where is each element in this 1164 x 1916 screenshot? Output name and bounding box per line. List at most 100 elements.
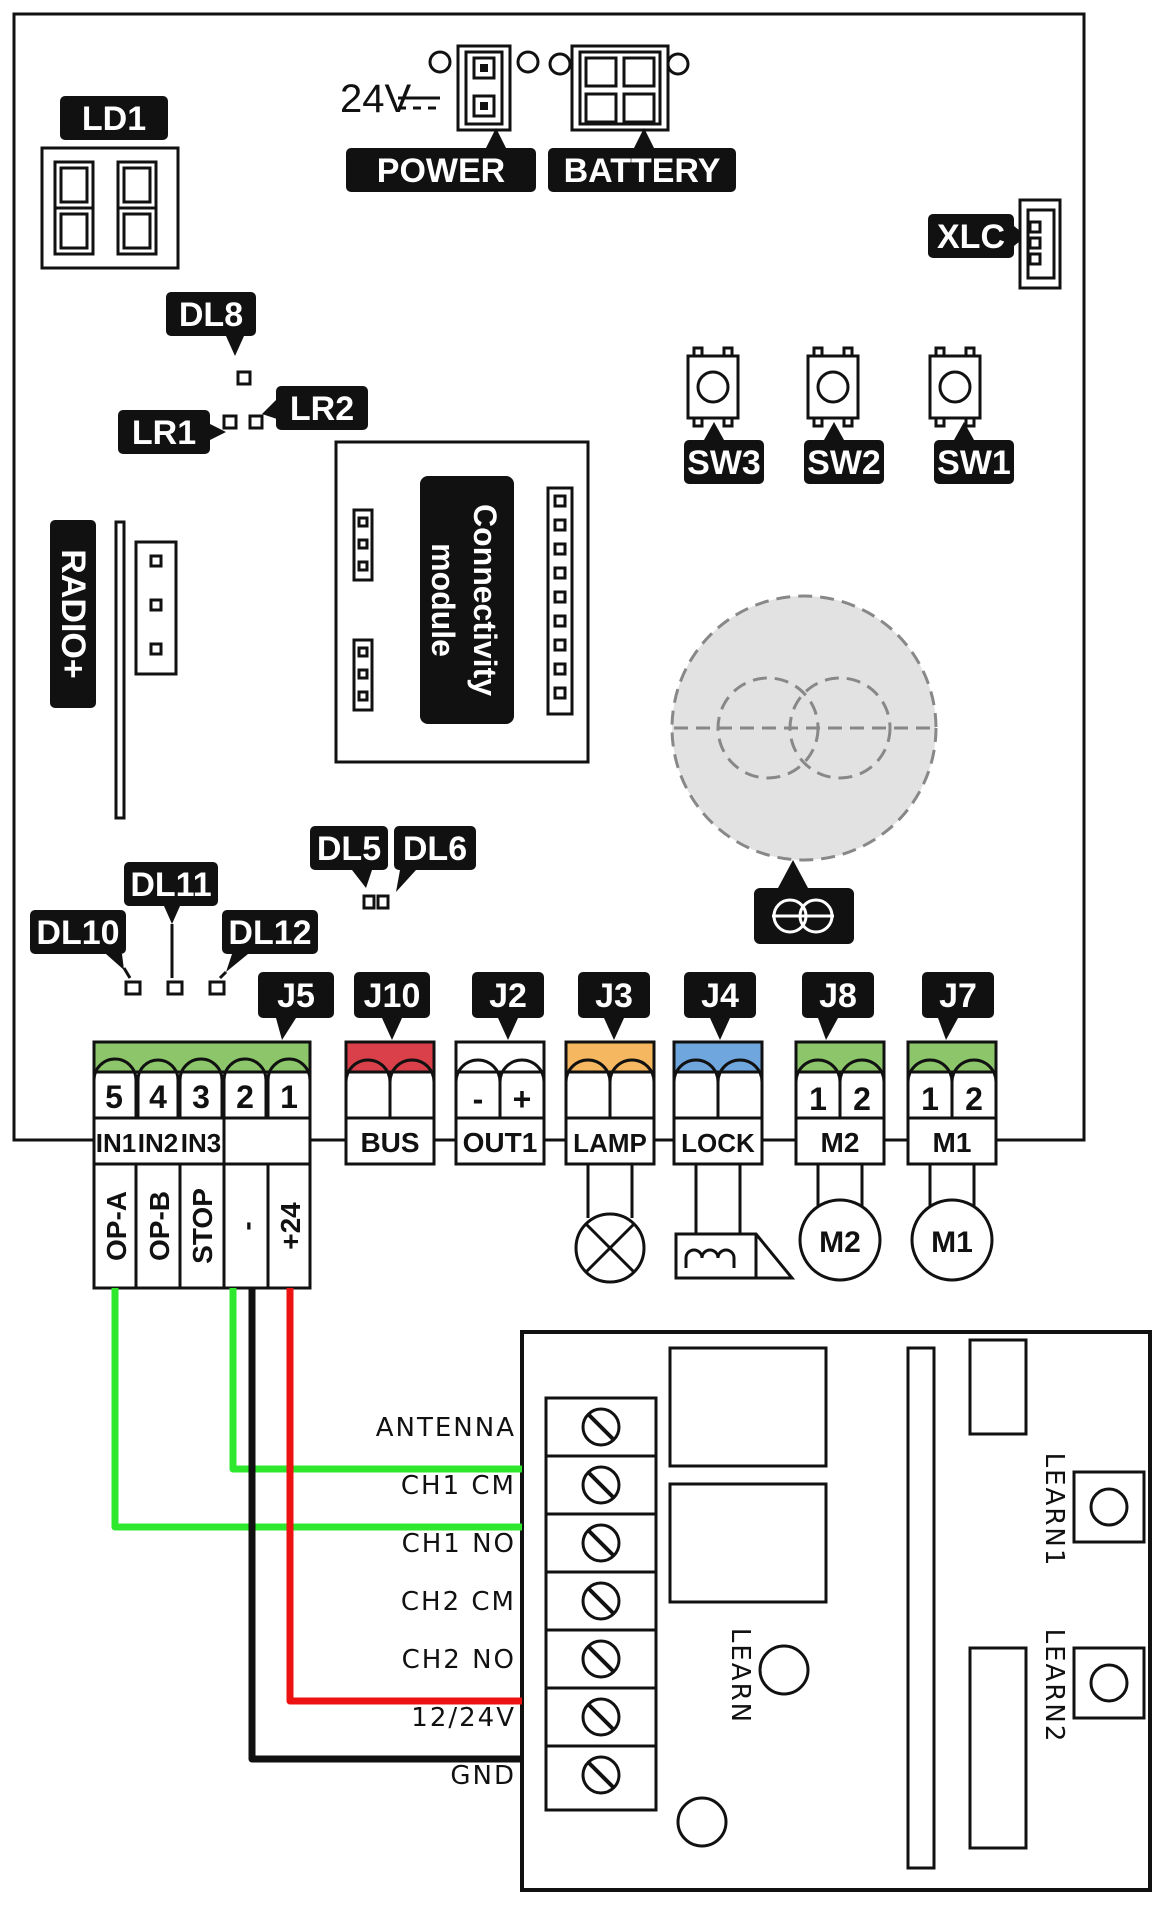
sw2-label: SW2	[807, 444, 881, 482]
wire-minus-gnd	[248, 1288, 522, 1763]
j2-pin-minus: -	[473, 1081, 484, 1117]
terminal-ch1-no: CH1 NO	[402, 1529, 516, 1559]
j10-name: BUS	[360, 1127, 419, 1158]
j8-color-strip	[794, 1040, 886, 1074]
ld1-display: LD1	[40, 96, 180, 270]
relay-2	[668, 1482, 828, 1604]
motor-m1-icon	[910, 1198, 994, 1282]
j5-func-stop: STOP	[187, 1188, 218, 1264]
j3-terminal-block: LAMP	[564, 1040, 656, 1284]
battery-label: BATTERY	[564, 152, 721, 190]
j7-terminal-block: 1 2 M1 M1	[906, 1040, 998, 1282]
j4-name: LOCK	[681, 1128, 755, 1158]
input-leds: DL10 DL11 DL12	[30, 862, 318, 996]
battery-connector: BATTERY	[548, 44, 736, 192]
terminal-ch2-no: CH2 NO	[402, 1645, 516, 1675]
wiring	[111, 1288, 522, 1763]
j4-tag: J4	[701, 977, 739, 1015]
terminal-ch1-cm: CH1 CM	[401, 1471, 516, 1501]
radio-label: RADIO+	[54, 549, 92, 678]
wire-op-a-ch1-no	[111, 1288, 522, 1531]
j10-color-strip	[344, 1040, 436, 1074]
sw2-button[interactable]: SW2	[804, 346, 884, 484]
j5-pin-1: 1	[280, 1079, 298, 1115]
wire-plus24-12-24v	[286, 1288, 522, 1705]
j10-terminal-block: BUS	[344, 1040, 436, 1166]
wire-minus-ch1-cm	[229, 1288, 522, 1473]
connectivity-module: Connectivity module	[334, 440, 590, 764]
j5-pin-5: 5	[105, 1079, 123, 1115]
learn2-label: LEARN2	[1039, 1629, 1069, 1744]
j3-color-strip	[564, 1040, 656, 1074]
j7-tag: J7	[939, 977, 977, 1015]
relay-1	[668, 1346, 828, 1468]
lr2-label: LR2	[290, 390, 354, 428]
j8-pin-1: 1	[809, 1081, 827, 1117]
j2-tag: J2	[489, 977, 527, 1015]
j5-func-minus: -	[231, 1221, 262, 1230]
motor-m2-icon	[798, 1198, 882, 1282]
j5-pin-2: 2	[236, 1079, 254, 1115]
j3-name: LAMP	[573, 1128, 647, 1158]
sw3-button[interactable]: SW3	[684, 346, 764, 484]
lr-leds: LR1 LR2	[118, 386, 368, 454]
j8-terminal-block: 1 2 M2 M2	[794, 1040, 886, 1282]
mount-hole	[676, 1796, 728, 1848]
j2-color-strip	[454, 1040, 546, 1074]
motor-m2-label: M2	[819, 1226, 861, 1259]
connectivity-label-line2: module	[425, 543, 461, 657]
receiver-slot	[906, 1346, 936, 1870]
dl8-label: DL8	[179, 296, 243, 334]
sw3-label: SW3	[687, 444, 761, 482]
learn1-label: LEARN1	[1039, 1453, 1069, 1568]
terminal-ch2-cm: CH2 CM	[401, 1587, 516, 1617]
power-connector: POWER	[346, 44, 540, 192]
dl6-label: DL6	[403, 830, 467, 868]
j5-terminal-block: 5 4 3 2 1 IN1 IN2 IN3 OP-A OP-B STOP - +…	[92, 1040, 312, 1290]
j5-pin-4: 4	[149, 1079, 167, 1115]
power-label: POWER	[377, 152, 505, 190]
supply-voltage: 24V	[340, 77, 440, 121]
dl11-label: DL11	[130, 866, 211, 904]
terminal-12-24v: 12/24V	[411, 1703, 516, 1733]
screw-terminals	[546, 1407, 656, 1795]
j7-pin-1: 1	[921, 1081, 939, 1117]
sw1-button[interactable]: SW1	[928, 346, 1014, 484]
xlc-connector: XLC	[928, 198, 1062, 290]
j7-name: M1	[933, 1127, 972, 1158]
connector-tags: J5 J10 J2 J3 J4 J8 J7	[258, 972, 994, 1040]
motor-m1-label: M1	[931, 1226, 973, 1259]
j5-input-in2: IN2	[138, 1128, 178, 1158]
j5-input-in1: IN1	[96, 1128, 136, 1158]
dl5-label: DL5	[317, 830, 381, 868]
j8-tag: J8	[819, 977, 857, 1015]
receiver-chip-top	[968, 1338, 1028, 1436]
j2-pin-plus: +	[513, 1081, 532, 1117]
learn1-button[interactable]	[1072, 1470, 1146, 1544]
j3-tag: J3	[595, 977, 633, 1015]
xlc-label: XLC	[937, 218, 1005, 256]
electric-lock-icon	[674, 1232, 796, 1280]
learn2-button[interactable]	[1072, 1646, 1146, 1720]
receiver-board: ANTENNA CH1 CM CH1 NO CH2 CM CH2 NO 12/2…	[376, 1330, 1152, 1892]
j5-func-op-b: OP-B	[144, 1191, 175, 1261]
sw1-label: SW1	[937, 444, 1011, 482]
dl5-dl6-leds: DL5 DL6	[310, 826, 476, 910]
connectivity-label-line1: Connectivity	[467, 504, 503, 696]
rotation-dial	[670, 594, 938, 944]
terminal-gnd: GND	[450, 1761, 516, 1791]
j10-tag: J10	[364, 977, 421, 1015]
dl10-label: DL10	[36, 914, 119, 952]
j7-pin-2: 2	[965, 1081, 983, 1117]
lr1-label: LR1	[132, 414, 196, 452]
receiver-chip-bottom	[968, 1646, 1028, 1850]
learn-label: LEARN	[725, 1628, 755, 1724]
dl8-led: DL8	[166, 292, 256, 386]
terminal-antenna: ANTENNA	[376, 1413, 516, 1443]
j5-func-plus24: +24	[275, 1202, 306, 1250]
j5-input-in3: IN3	[181, 1128, 221, 1158]
j5-tag: J5	[277, 977, 315, 1015]
connectivity-header-pins	[553, 494, 567, 700]
j4-color-strip	[672, 1040, 764, 1074]
